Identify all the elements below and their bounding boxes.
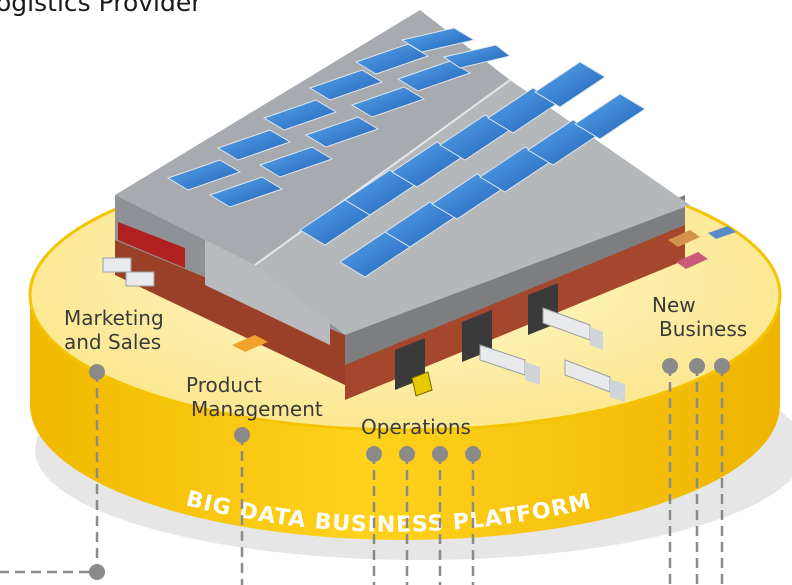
connector-dot [89, 364, 105, 380]
label-new-business: New Business [652, 293, 747, 341]
label-line: Business [659, 317, 748, 341]
car-icon [676, 252, 708, 269]
connector-dot [366, 446, 382, 462]
label-line: Product [186, 373, 262, 397]
connector-dots [89, 358, 730, 580]
car-icon [232, 335, 268, 352]
label-line: Management [191, 397, 323, 421]
forklift-icon [411, 371, 433, 397]
solar-panels [166, 27, 646, 278]
connector-dot [234, 427, 250, 443]
awning [118, 222, 185, 268]
connector-dot [662, 358, 678, 374]
label-line: and Sales [64, 330, 162, 354]
label-operations: Operations [361, 415, 471, 439]
connector-dot [714, 358, 730, 374]
label-line: New [652, 293, 696, 317]
connector-dot [689, 358, 705, 374]
connector-dot [432, 446, 448, 462]
car-icon [708, 226, 736, 239]
truck-icon [125, 271, 155, 287]
connector-dot [89, 564, 105, 580]
connector-dot [465, 446, 481, 462]
page-title: ogistics Provider [0, 0, 202, 17]
label-marketing-and-sales: Marketing and Sales [64, 306, 164, 354]
label-product-management: Product Management [186, 373, 323, 421]
label-line: Marketing [64, 306, 164, 330]
car-icon [668, 230, 700, 247]
connector-dot [399, 446, 415, 462]
label-line: Operations [361, 415, 471, 439]
connectors [0, 366, 724, 585]
vehicles [102, 226, 736, 402]
truck-icon [102, 257, 132, 273]
